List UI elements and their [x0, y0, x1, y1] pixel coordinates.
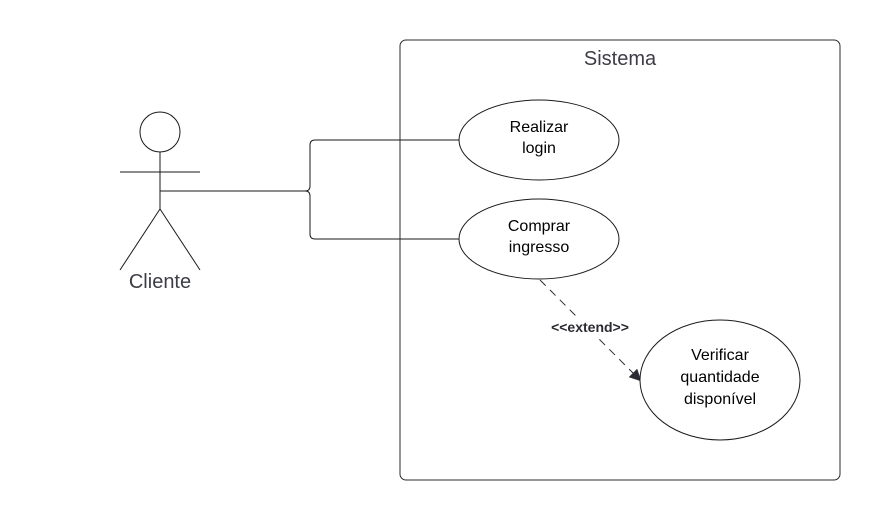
- use-case-label-line3: disponível: [684, 391, 756, 408]
- use-case-label-line1: Verificar: [691, 347, 749, 364]
- actor-label: Cliente: [129, 271, 191, 293]
- association-line-comprar[interactable]: [304, 190, 459, 240]
- extend-label-background: [536, 317, 644, 337]
- use-case-label-line2: login: [522, 140, 556, 157]
- use-case-realizar-login[interactable]: Realizar login: [458, 99, 620, 181]
- use-case-label-line2: quantidade: [680, 369, 759, 386]
- actor-right-leg: [159, 208, 201, 271]
- use-case-label-line1: Comprar: [508, 218, 571, 235]
- extend-label: <<extend>>: [551, 319, 629, 335]
- association-line-login[interactable]: [160, 139, 459, 192]
- use-case-verificar-quantidade[interactable]: Verificar quantidade disponível: [639, 319, 801, 441]
- use-case-label-line2: ingresso: [509, 239, 570, 256]
- system-title: Sistema: [584, 48, 657, 70]
- actor-head: [139, 111, 181, 153]
- actor-cliente[interactable]: [119, 111, 201, 271]
- use-case-label-line1: Realizar: [510, 119, 569, 136]
- actor-left-leg: [119, 208, 161, 271]
- use-case-comprar-ingresso[interactable]: Comprar ingresso: [458, 198, 620, 280]
